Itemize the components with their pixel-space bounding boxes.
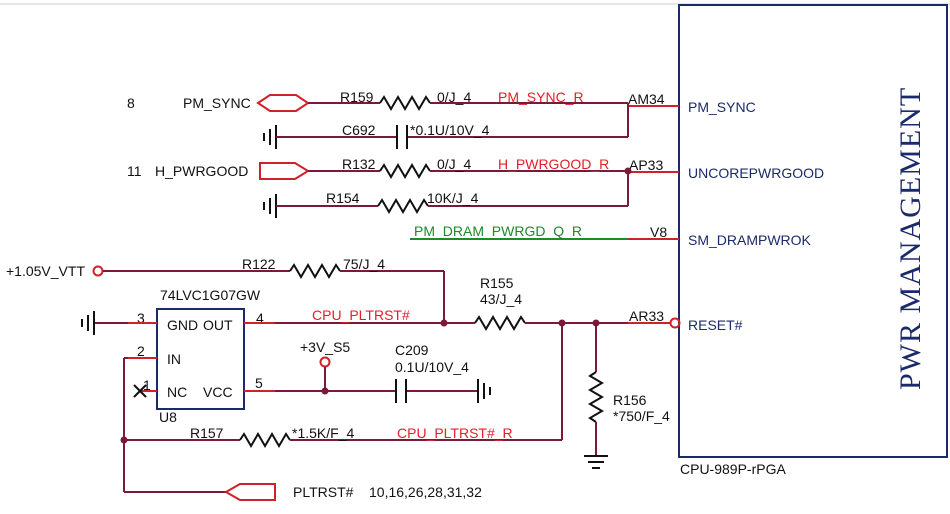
cpu-block: PWR MANAGEMENT CPU-989P-rPGA AM34 PM_SYN… (628, 4, 948, 477)
dram-net: PM_DRAM_PWRGD_Q_R (410, 223, 628, 240)
pm-sync-port-label: PM_SYNC (183, 95, 251, 111)
reset-inversion-bubble (669, 317, 681, 329)
c209-value: 0.1U/10V_4 (395, 359, 469, 375)
v3s5-power-icon (319, 356, 331, 368)
u8-buffer: 74LVC1G07GW U8 GND 3 OUT 4 CPU_PLTRST# I… (81, 287, 448, 425)
h-pwrgood-net: 11 H_PWRGOOD R132 0/J_4 H_PWRGOOD_R (127, 156, 632, 180)
pm-sync-page-ref: 8 (127, 95, 135, 111)
pltrst-net: R157 *1.5K/F_4 CPU_PLTRST#_R PLTRST# 10,… (120, 358, 562, 501)
vtt-power-icon (92, 265, 104, 277)
cpu-pin-sm-dramprwok: SM_DRAMPWROK (688, 232, 812, 248)
pltrst-port-label: PLTRST# (293, 484, 354, 500)
r155-ref: R155 (480, 275, 514, 291)
cpu-ball-am34: AM34 (628, 91, 665, 107)
pltrst-port-icon (223, 483, 276, 501)
ground-icon (263, 125, 277, 149)
net-h-pwrgood-r: H_PWRGOOD_R (498, 156, 609, 172)
net-pm-sync-r: PM_SYNC_R (498, 89, 584, 105)
r159-resistor-icon (379, 95, 431, 111)
u8-pin5-name: VCC (203, 384, 233, 400)
cpu-ball-v8: V8 (650, 224, 667, 240)
reset-net: R155 43/J_4 R156 *750/F_4 (444, 275, 670, 469)
h-pwrgood-port-label: H_PWRGOOD (155, 163, 248, 179)
u8-pin4-name: OUT (203, 317, 233, 333)
r157-resistor-icon (239, 432, 291, 448)
cpu-block-title: PWR MANAGEMENT (894, 87, 927, 390)
vtt-label: +1.05V_VTT (6, 263, 85, 279)
c692-net: C692 *0.1U/10V_4 (263, 103, 629, 149)
ground-icon (584, 455, 608, 469)
net-cpu-pltrst: CPU_PLTRST# (312, 307, 410, 323)
cpu-part: CPU-989P-rPGA (680, 461, 786, 477)
u8-pin4-num: 4 (256, 310, 264, 326)
cpu-ball-ap33: AP33 (629, 157, 663, 173)
h-pwrgood-page-ref: 11 (127, 163, 142, 179)
junction-dot (321, 387, 329, 395)
net-cpu-pltrst-r: CPU_PLTRST#_R (397, 425, 513, 441)
r154-ref: R154 (326, 190, 360, 206)
pm-sync-net: 8 PM_SYNC R159 0/J_4 PM_SYNC_R (127, 89, 628, 112)
r155-value: 43/J_4 (480, 291, 522, 307)
r155-resistor-icon (474, 315, 526, 331)
c209-ref: C209 (395, 342, 429, 358)
r154-net: R154 10K/J_4 (263, 171, 629, 218)
u8-ref: U8 (159, 409, 177, 425)
ground-icon (81, 311, 95, 335)
pm-sync-port-icon (256, 94, 310, 112)
net-dram-pwrgd: PM_DRAM_PWRGD_Q_R (414, 223, 582, 239)
c692-ref: C692 (342, 122, 376, 138)
r159-value: 0/J_4 (437, 89, 471, 105)
r122-value: 75/J_4 (343, 256, 385, 272)
u8-pin2-num: 2 (137, 343, 145, 359)
cpu-pin-uncorepwrgood: UNCOREPWRGOOD (688, 165, 824, 181)
h-pwrgood-port-icon (259, 162, 310, 180)
v3s5-label: +3V_S5 (300, 339, 350, 355)
r132-resistor-icon (379, 163, 431, 179)
r154-resistor-icon (377, 198, 429, 214)
r157-ref: R157 (190, 425, 224, 441)
r156-ref: R156 (613, 392, 647, 408)
r157-value: *1.5K/F_4 (292, 425, 354, 441)
u8-part: 74LVC1G07GW (160, 287, 261, 303)
u8-pin3-num: 3 (137, 310, 145, 326)
r156-value: *750/F_4 (613, 408, 670, 424)
r122-ref: R122 (242, 256, 276, 272)
cpu-pin-pm-sync: PM_SYNC (688, 99, 756, 115)
u8-pin3-name: GND (167, 317, 198, 333)
pltrst-page-refs: 10,16,26,28,31,32 (369, 484, 482, 500)
cpu-ball-ar33: AR33 (629, 308, 664, 324)
r154-value: 10K/J_4 (427, 190, 479, 206)
r132-value: 0/J_4 (437, 156, 471, 172)
r156-resistor-icon (588, 371, 604, 423)
u8-pin1-num: 1 (143, 377, 151, 393)
u8-pin2-name: IN (167, 351, 181, 367)
u8-pin1-name: NC (167, 384, 187, 400)
cpu-pin-reset: RESET# (688, 317, 743, 333)
ground-icon (263, 194, 277, 218)
v3s5-net: +3V_S5 C209 0.1U/10V_4 (300, 339, 491, 403)
c692-value: *0.1U/10V_4 (410, 122, 490, 138)
r132-ref: R132 (342, 156, 376, 172)
cpu-body (678, 4, 948, 458)
ground-icon (477, 379, 491, 403)
vtt-net: +1.05V_VTT R122 75/J_4 (6, 256, 445, 323)
u8-pin5-num: 5 (255, 375, 263, 391)
r159-ref: R159 (340, 89, 374, 105)
no-connect-icon (133, 384, 147, 398)
r122-resistor-icon (289, 263, 341, 279)
